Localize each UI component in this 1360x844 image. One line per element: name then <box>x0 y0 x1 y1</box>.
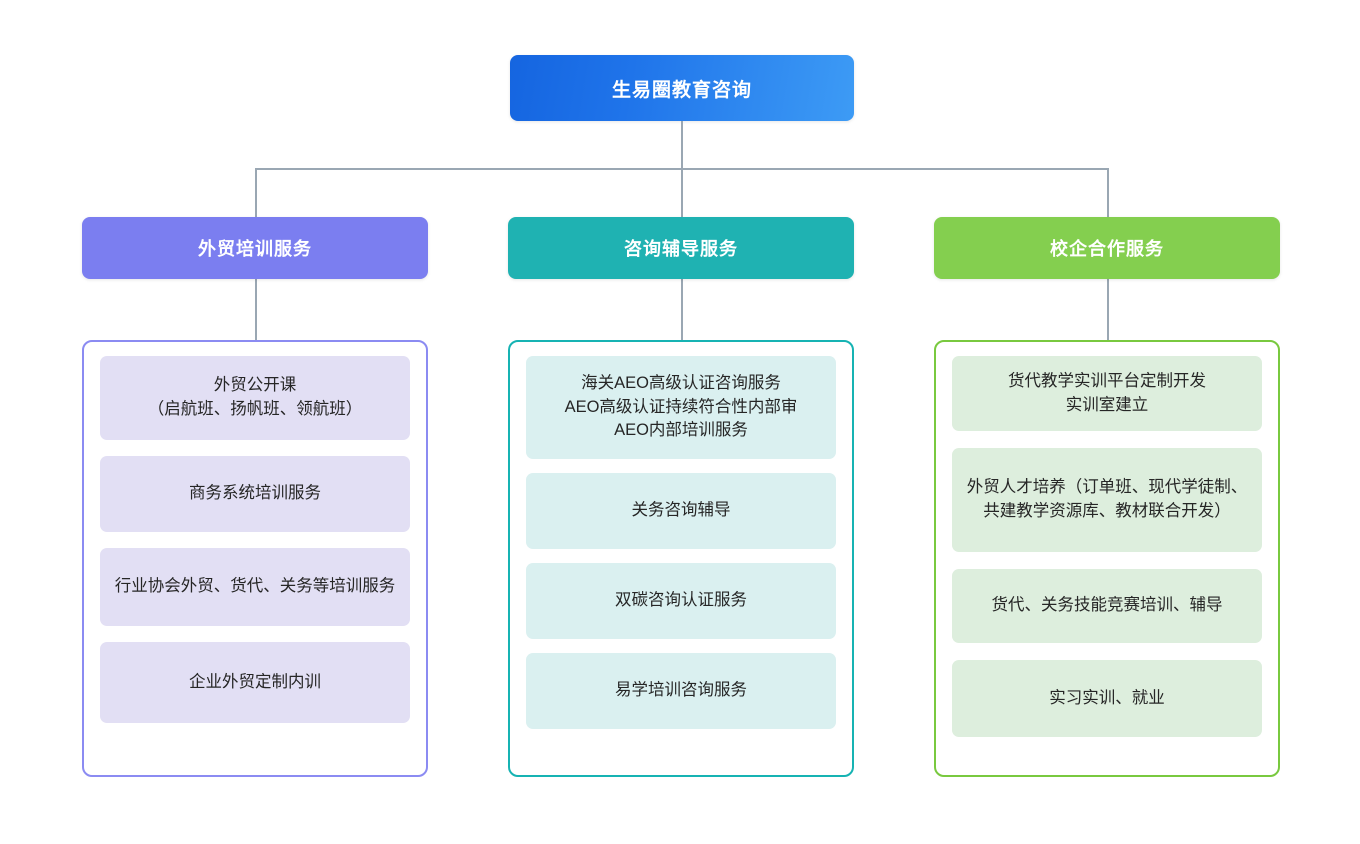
leaf-item[interactable]: 货代教学实训平台定制开发 实训室建立 <box>952 356 1262 431</box>
connector-header-body-2 <box>1107 279 1109 340</box>
leaf-item[interactable]: 双碳咨询认证服务 <box>526 563 836 639</box>
leaf-item[interactable]: 海关AEO高级认证咨询服务 AEO高级认证持续符合性内部审 AEO内部培训服务 <box>526 356 836 459</box>
root-node-label: 生易圈教育咨询 <box>611 79 752 101</box>
leaf-item[interactable]: 外贸公开课 （启航班、扬帆班、领航班） <box>100 356 410 440</box>
connector-drop-branch-0 <box>255 168 257 217</box>
connector-root-stem <box>681 121 683 168</box>
connector-drop-branch-2 <box>1107 168 1109 217</box>
branch-header-0[interactable]: 外贸培训服务 <box>82 217 428 279</box>
root-node[interactable]: 生易圈教育咨询 <box>510 55 854 121</box>
branch-header-label-1: 咨询辅导服务 <box>624 239 738 259</box>
branch-header-2[interactable]: 校企合作服务 <box>934 217 1280 279</box>
leaf-item[interactable]: 易学培训咨询服务 <box>526 653 836 729</box>
branch-body-2: 货代教学实训平台定制开发 实训室建立 外贸人才培养（订单班、现代学徒制、共建教学… <box>934 340 1280 777</box>
branch-body-0: 外贸公开课 （启航班、扬帆班、领航班） 商务系统培训服务 行业协会外贸、货代、关… <box>82 340 428 777</box>
leaf-item[interactable]: 外贸人才培养（订单班、现代学徒制、共建教学资源库、教材联合开发） <box>952 448 1262 552</box>
branch-header-label-2: 校企合作服务 <box>1050 239 1164 259</box>
leaf-item[interactable]: 商务系统培训服务 <box>100 456 410 532</box>
connector-header-body-1 <box>681 279 683 340</box>
branch-body-1: 海关AEO高级认证咨询服务 AEO高级认证持续符合性内部审 AEO内部培训服务 … <box>508 340 854 777</box>
leaf-item[interactable]: 实习实训、就业 <box>952 660 1262 737</box>
leaf-item[interactable]: 企业外贸定制内训 <box>100 642 410 723</box>
connector-header-body-0 <box>255 279 257 340</box>
branch-header-label-0: 外贸培训服务 <box>198 239 312 259</box>
branch-header-1[interactable]: 咨询辅导服务 <box>508 217 854 279</box>
leaf-item[interactable]: 行业协会外贸、货代、关务等培训服务 <box>100 548 410 626</box>
leaf-item[interactable]: 关务咨询辅导 <box>526 473 836 549</box>
leaf-item[interactable]: 货代、关务技能竞赛培训、辅导 <box>952 569 1262 643</box>
connector-drop-branch-1 <box>681 168 683 217</box>
